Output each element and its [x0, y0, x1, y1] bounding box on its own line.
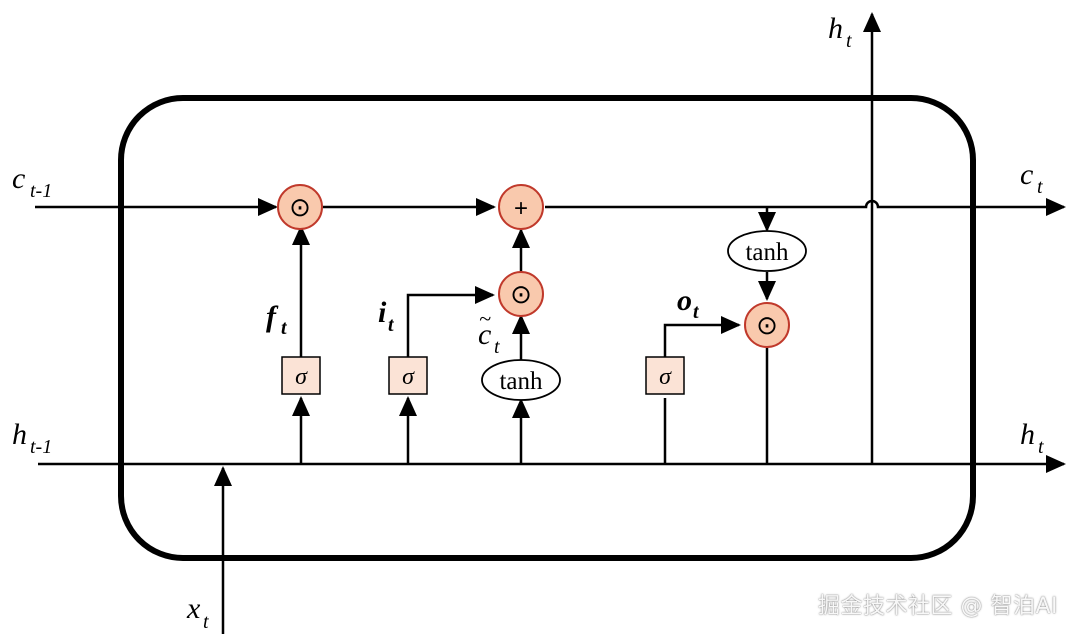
input-sigma-box: σ — [388, 356, 428, 395]
output-gate-to-mult-line — [663, 316, 741, 358]
cell-state-line-c — [545, 198, 1066, 216]
svg-text:i: i — [378, 296, 387, 329]
svg-text:~: ~ — [479, 306, 491, 331]
svg-text:t: t — [281, 317, 288, 339]
output-mult-node: ⊙ — [744, 302, 790, 348]
svg-text:t: t — [388, 314, 395, 336]
svg-text:+: + — [514, 195, 528, 222]
label-x-in: x t — [186, 592, 209, 633]
svg-text:σ: σ — [659, 364, 672, 390]
svg-text:tanh: tanh — [745, 239, 789, 266]
watermark-text: 掘金技术社区 @ 智泊AI — [817, 594, 1058, 619]
svg-text:⊙: ⊙ — [289, 192, 311, 222]
svg-text:⊙: ⊙ — [510, 279, 532, 309]
label-c-tilde: ~ c t — [478, 306, 500, 358]
svg-text:f: f — [266, 300, 279, 333]
svg-text:σ: σ — [295, 364, 308, 390]
svg-text:h: h — [1020, 418, 1035, 451]
svg-text:t-1: t-1 — [30, 180, 52, 202]
svg-text:σ: σ — [402, 364, 415, 390]
svg-text:t: t — [1037, 176, 1043, 198]
svg-text:⊙: ⊙ — [756, 310, 778, 340]
forget-mult-node: ⊙ — [277, 184, 323, 230]
label-h-prev: h t-1 — [12, 418, 52, 458]
add-node: + — [498, 184, 544, 230]
svg-text:tanh: tanh — [499, 368, 543, 395]
input-to-mult-line — [406, 286, 495, 357]
label-i-gate: i t — [378, 296, 395, 336]
label-c-next: c t — [1020, 158, 1043, 198]
label-h-next: h t — [1020, 418, 1044, 458]
label-h-top: h t — [828, 12, 852, 52]
svg-text:x: x — [186, 592, 201, 625]
svg-text:t: t — [693, 301, 700, 323]
output-sigma-box: σ — [645, 356, 685, 395]
svg-text:c: c — [12, 162, 25, 195]
label-o-gate: o t — [677, 284, 700, 323]
cell-boundary — [118, 95, 976, 561]
svg-text:t: t — [203, 611, 209, 633]
svg-text:t-1: t-1 — [30, 436, 52, 458]
svg-text:h: h — [12, 418, 27, 451]
svg-text:o: o — [677, 284, 692, 317]
svg-text:c: c — [478, 318, 491, 351]
cell-tanh-node: tanh — [727, 230, 807, 272]
svg-text:t: t — [846, 30, 852, 52]
svg-text:t: t — [494, 336, 500, 358]
svg-text:h: h — [828, 12, 843, 45]
svg-text:t: t — [1038, 436, 1044, 458]
label-f-gate: f t — [266, 300, 288, 339]
candidate-tanh-node: tanh — [481, 359, 561, 401]
input-mult-node: ⊙ — [498, 271, 544, 317]
label-c-prev: c t-1 — [12, 162, 52, 202]
svg-text:c: c — [1020, 158, 1033, 191]
forget-sigma-box: σ — [281, 356, 321, 395]
